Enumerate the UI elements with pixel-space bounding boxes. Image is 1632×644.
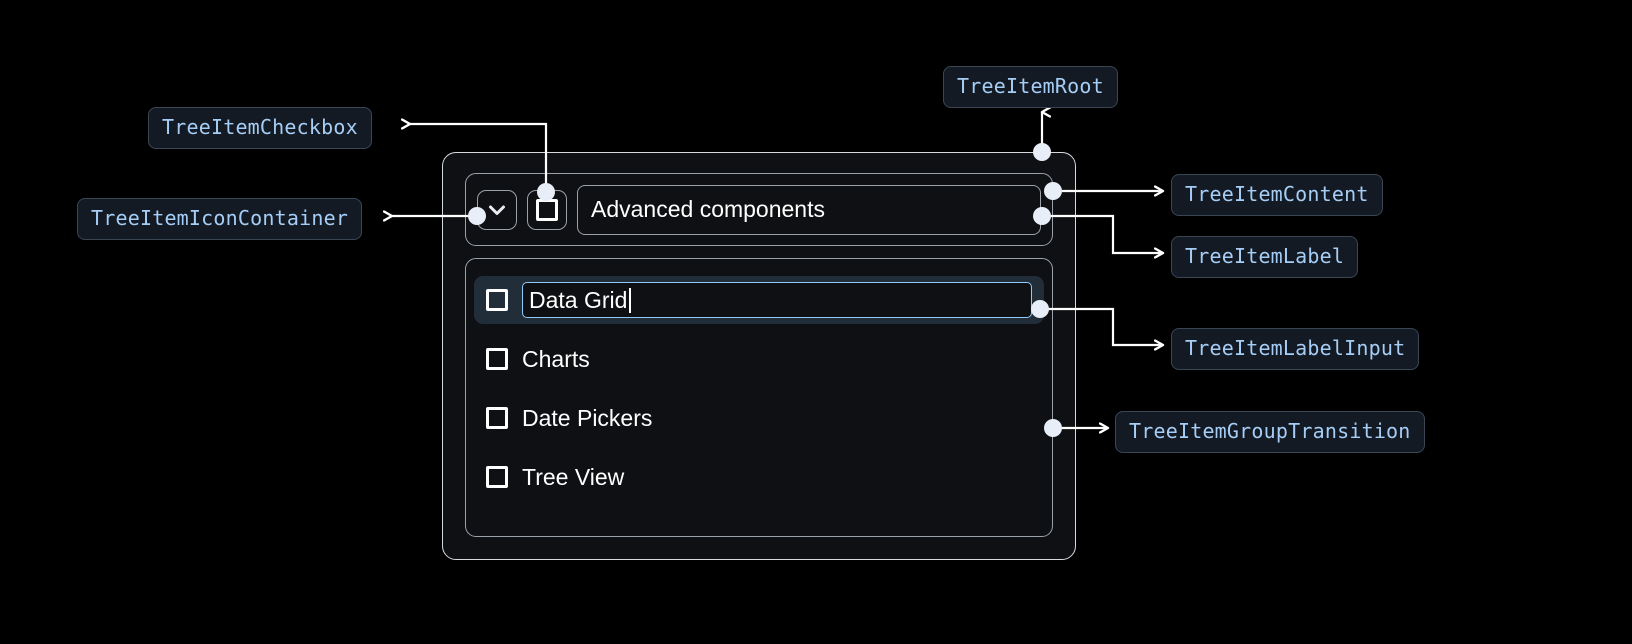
tree-item-content[interactable]: Advanced components: [465, 173, 1053, 246]
annotation-label: TreeItemRoot: [957, 74, 1104, 98]
tree-item-label-input-value: Data Grid: [529, 286, 628, 313]
tree-item-child-row[interactable]: Date Pickers: [474, 394, 1044, 442]
annotation-chip-tree-item-group-transition: TreeItemGroupTransition: [1115, 411, 1425, 453]
annotation-label: TreeItemIconContainer: [91, 206, 349, 230]
annotation-label: TreeItemGroupTransition: [1129, 419, 1411, 443]
annotation-chip-tree-item-icon-container: TreeItemIconContainer: [77, 198, 363, 240]
annotation-chip-tree-item-root: TreeItemRoot: [943, 66, 1118, 108]
checkbox-square-icon: [536, 198, 558, 221]
checkbox-square-icon[interactable]: [486, 466, 508, 488]
checkbox-square-icon[interactable]: [486, 289, 508, 311]
tree-item-label[interactable]: Advanced components: [577, 184, 1041, 235]
annotation-label: TreeItemLabelInput: [1185, 336, 1406, 360]
annotation-chip-tree-item-content: TreeItemContent: [1171, 174, 1383, 216]
tree-item-child-row[interactable]: Charts: [474, 335, 1044, 383]
tree-item-label-text: Date Pickers: [522, 404, 653, 431]
tree-item-root[interactable]: Advanced components Data Grid Charts Dat…: [442, 152, 1076, 560]
annotation-label: TreeItemContent: [1185, 182, 1369, 206]
tree-item-group-transition: Data Grid Charts Date Pickers Tree View: [465, 258, 1053, 537]
checkbox-square-icon[interactable]: [486, 407, 508, 429]
text-caret: [629, 287, 632, 313]
annotation-chip-tree-item-checkbox: TreeItemCheckbox: [148, 107, 372, 149]
tree-item-label-text: Tree View: [522, 463, 625, 490]
annotation-chip-tree-item-label-input: TreeItemLabelInput: [1171, 328, 1420, 370]
tree-item-label-text: Advanced components: [591, 196, 825, 222]
tree-item-child-row[interactable]: Tree View: [474, 453, 1044, 501]
tree-item-label-text: Charts: [522, 345, 590, 372]
annotation-chip-tree-item-label: TreeItemLabel: [1171, 236, 1359, 278]
tree-item-icon-container[interactable]: [477, 189, 517, 230]
tree-item-label-input[interactable]: Data Grid: [522, 282, 1032, 318]
tree-item-checkbox[interactable]: [527, 189, 567, 230]
annotation-label: TreeItemCheckbox: [162, 115, 358, 139]
tree-item-child-row[interactable]: Data Grid: [474, 276, 1044, 324]
checkbox-square-icon[interactable]: [486, 348, 508, 370]
annotation-label: TreeItemLabel: [1185, 244, 1345, 268]
chevron-down-icon: [489, 205, 505, 215]
